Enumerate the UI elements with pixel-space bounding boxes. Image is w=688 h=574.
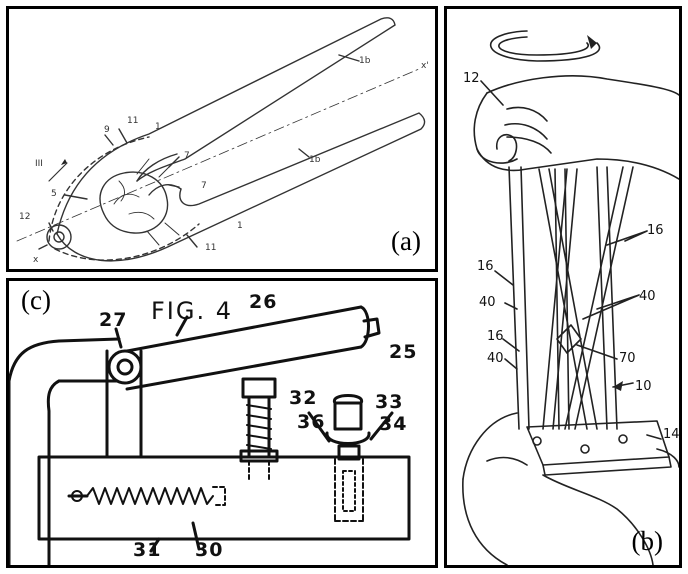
label-9: 9 <box>104 125 110 135</box>
panel-b-hand-rods-drawing: 12 16 16 40 40 16 40 70 10 14 (b) <box>444 6 682 568</box>
label-12: 12 <box>19 212 31 222</box>
panel-b-letter: (b) <box>631 526 663 556</box>
label-7-bottom: 7 <box>201 181 207 191</box>
label-16-mid: 16 <box>487 329 504 344</box>
label-36: 36 <box>297 411 326 433</box>
panel-a-nutcracker-drawing: 1b x' 1 9 11 7 III 5 7 1b 12 11 1 x (a) <box>6 6 438 272</box>
label-31: 31 <box>133 539 162 561</box>
label-16-right: 16 <box>647 223 664 238</box>
label-32: 32 <box>289 387 318 409</box>
label-14: 14 <box>663 427 680 442</box>
label-handle-bottom: 1b <box>309 155 321 165</box>
label-11-top: 11 <box>127 116 139 126</box>
panel-a-letter: (a) <box>391 226 421 256</box>
label-jaw-upper: 1 <box>155 122 161 132</box>
label-12: 12 <box>463 71 480 86</box>
label-10: 10 <box>635 379 652 394</box>
figure-title: FIG. 4 <box>151 297 234 325</box>
label-34: 34 <box>379 413 408 435</box>
label-70: 70 <box>619 351 636 366</box>
label-5: 5 <box>51 189 57 199</box>
label-7-top: 7 <box>184 151 190 161</box>
label-40-right: 40 <box>639 289 656 304</box>
label-30: 30 <box>195 539 224 561</box>
label-33: 33 <box>375 391 404 413</box>
label-26: 26 <box>249 291 278 313</box>
label-handle-top: 1b <box>359 56 371 66</box>
label-40-left: 40 <box>479 295 496 310</box>
label-roman-III: III <box>35 159 43 169</box>
label-axis-x: x <box>33 255 39 265</box>
nutcracker-line-drawing <box>16 17 426 262</box>
label-25: 25 <box>389 341 418 363</box>
panel-c-lever-drawing: FIG. 4 26 27 25 32 33 36 34 31 30 (c) <box>6 278 438 568</box>
label-27: 27 <box>99 309 128 331</box>
label-16-left: 16 <box>477 259 494 274</box>
label-jaw-lower: 1 <box>237 221 243 231</box>
lever-line-drawing <box>9 305 411 565</box>
label-40-mid: 40 <box>487 351 504 366</box>
label-axis-x-prime: x' <box>421 61 429 71</box>
label-11-bottom: 11 <box>205 243 217 253</box>
hand-rods-line-drawing <box>462 30 679 565</box>
panel-c-letter: (c) <box>21 285 51 315</box>
